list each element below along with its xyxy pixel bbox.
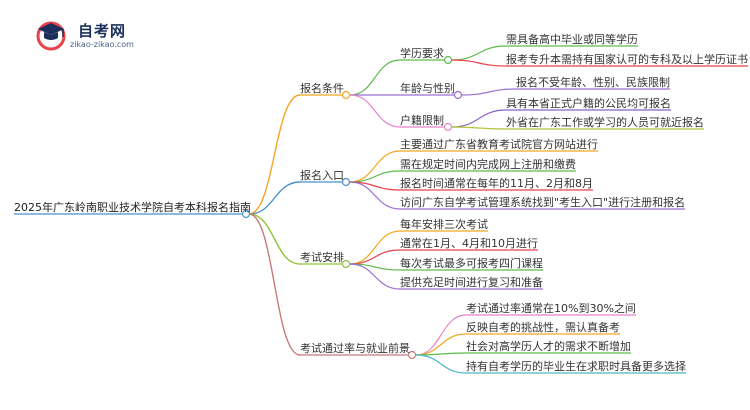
leaf-item: 报考专升本需持有国家认可的专科及以上学历证书	[506, 53, 748, 66]
leaf-connector	[451, 126, 507, 130]
leaf-item: 反映自考的挑战性，需认真备考	[466, 321, 620, 334]
leaf-connector	[415, 354, 467, 374]
sub-household-registration: 户籍限制	[400, 114, 444, 127]
leaf-item: 报名时间通常在每年的11月、2月和8月	[400, 177, 593, 190]
leaf-item: 通常在1月、4月和10月进行	[400, 237, 538, 250]
sub-node-dot	[443, 55, 453, 65]
logo-title: 自考网	[78, 22, 127, 40]
leaf-connector	[349, 230, 401, 265]
leaf-item: 每次考试最多可报考四门课程	[400, 257, 543, 270]
leaf-connector	[451, 109, 507, 128]
leaf-item: 主要通过广东省教育考试院官方网站进行	[400, 138, 598, 151]
branch-connector	[248, 213, 301, 265]
leaf-item: 报名不受年龄、性别、民族限制	[516, 76, 670, 89]
sub-age-gender: 年龄与性别	[400, 82, 455, 95]
branch-node-dot	[341, 90, 351, 100]
leaf-connector	[349, 249, 401, 265]
leaf-connector	[451, 45, 507, 61]
leaf-connector	[349, 263, 401, 290]
leaf-item: 具有本省正式户籍的公民均可报名	[506, 97, 671, 110]
branch-connector	[248, 94, 301, 215]
leaf-item: 考试通过率通常在10%到30%之间	[466, 302, 636, 315]
sub-connector	[349, 94, 401, 128]
leaf-connector	[461, 88, 517, 96]
branch-connector	[248, 213, 301, 356]
leaf-connector	[349, 181, 401, 210]
branch-pass-rate-employment: 考试通过率与就业前景	[300, 342, 410, 355]
leaf-item: 访问广东自学考试管理系统找到"考生入口"进行注册和报名	[400, 196, 686, 209]
mindmap-root: 2025年广东岭南职业技术学院自考本科报名指南	[14, 201, 251, 214]
leaf-item: 持有自考学历的毕业生在求职时具备更多选择	[466, 360, 686, 373]
leaf-item: 社会对高学历人才的需求不断增加	[466, 340, 631, 353]
branch-node-dot	[341, 177, 351, 187]
leaf-connector	[451, 59, 507, 67]
branch-connector	[248, 181, 301, 215]
sub-node-dot	[453, 90, 463, 100]
site-logo[interactable]: 自考网 zikao-zikao.com	[34, 18, 144, 52]
sub-connector	[349, 59, 401, 96]
leaf-item: 每年安排三次考试	[400, 218, 488, 231]
leaf-connector	[415, 333, 467, 356]
branch-registration-conditions: 报名条件	[300, 82, 344, 95]
leaf-item: 需具备高中毕业或同等学历	[506, 33, 638, 46]
leaf-item: 需在规定时间内完成网上注册和缴费	[400, 158, 576, 171]
sub-node-dot	[443, 122, 453, 132]
branch-exam-schedule: 考试安排	[300, 251, 344, 264]
graduation-cap-icon	[36, 21, 66, 51]
sub-education-requirement: 学历要求	[400, 47, 444, 60]
logo-url: zikao-zikao.com	[70, 40, 134, 49]
leaf-item: 提供充足时间进行复习和准备	[400, 276, 543, 289]
branch-node-dot	[407, 350, 417, 360]
leaf-item: 外省在广东工作或学习的人员可就近报名	[506, 116, 704, 129]
branch-node-dot	[341, 259, 351, 269]
leaf-connector	[349, 150, 401, 183]
branch-registration-entry: 报名入口	[300, 169, 344, 182]
